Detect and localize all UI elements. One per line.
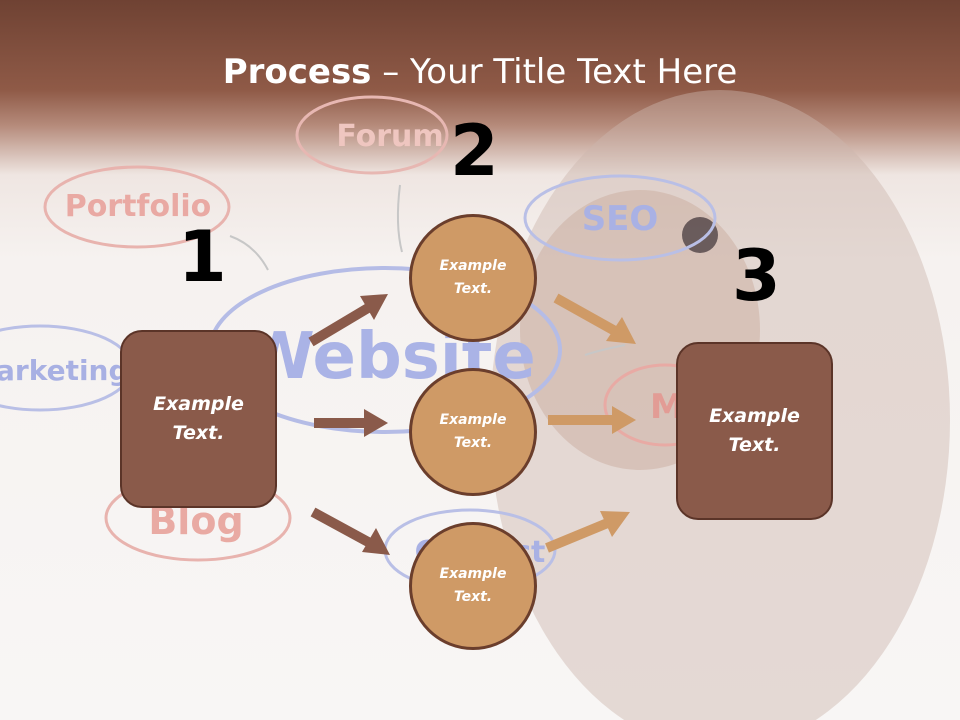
arrow-from-circle-2 xyxy=(548,406,636,434)
title-bold: Process xyxy=(222,52,372,92)
arrow-to-circle-1 xyxy=(308,294,388,347)
circle-3-text: Example Text. xyxy=(439,566,507,605)
arrow-to-circle-2 xyxy=(314,409,388,437)
word-forum: Forum xyxy=(336,119,443,154)
arrow-from-circle-3 xyxy=(545,511,630,553)
bubble-portfolio xyxy=(43,165,231,249)
sketch-arrow-2 xyxy=(396,184,403,253)
word-seo: SEO xyxy=(582,199,659,239)
step-number-1: 1 xyxy=(178,216,227,298)
word-marketing: arketing xyxy=(0,354,129,387)
left-box: Example Text. xyxy=(120,330,277,508)
circle-2-text: Example Text. xyxy=(439,412,507,451)
bubble-seo xyxy=(523,174,717,262)
circle-1-text: Example Text. xyxy=(439,258,507,297)
step-number-3: 3 xyxy=(732,235,781,317)
marker-tip xyxy=(682,217,718,253)
right-box: Example Text. xyxy=(676,342,833,520)
sketch-arrow-1 xyxy=(229,235,269,271)
step-number-2: 2 xyxy=(450,110,499,192)
arrow-to-circle-3 xyxy=(310,507,390,555)
slide-title: Process – Your Title Text Here xyxy=(0,52,960,92)
bubble-forum xyxy=(295,95,449,175)
circle-1: Example Text. xyxy=(409,214,537,342)
left-box-text: Example Text. xyxy=(153,393,244,444)
arrow-from-circle-1 xyxy=(553,293,636,344)
right-box-text: Example Text. xyxy=(709,405,800,456)
circle-2: Example Text. xyxy=(409,368,537,496)
word-portfolio: Portfolio xyxy=(65,189,212,224)
title-rest: – Your Title Text Here xyxy=(371,52,738,92)
sketch-arrow-3 xyxy=(584,344,626,356)
circle-3: Example Text. xyxy=(409,522,537,650)
